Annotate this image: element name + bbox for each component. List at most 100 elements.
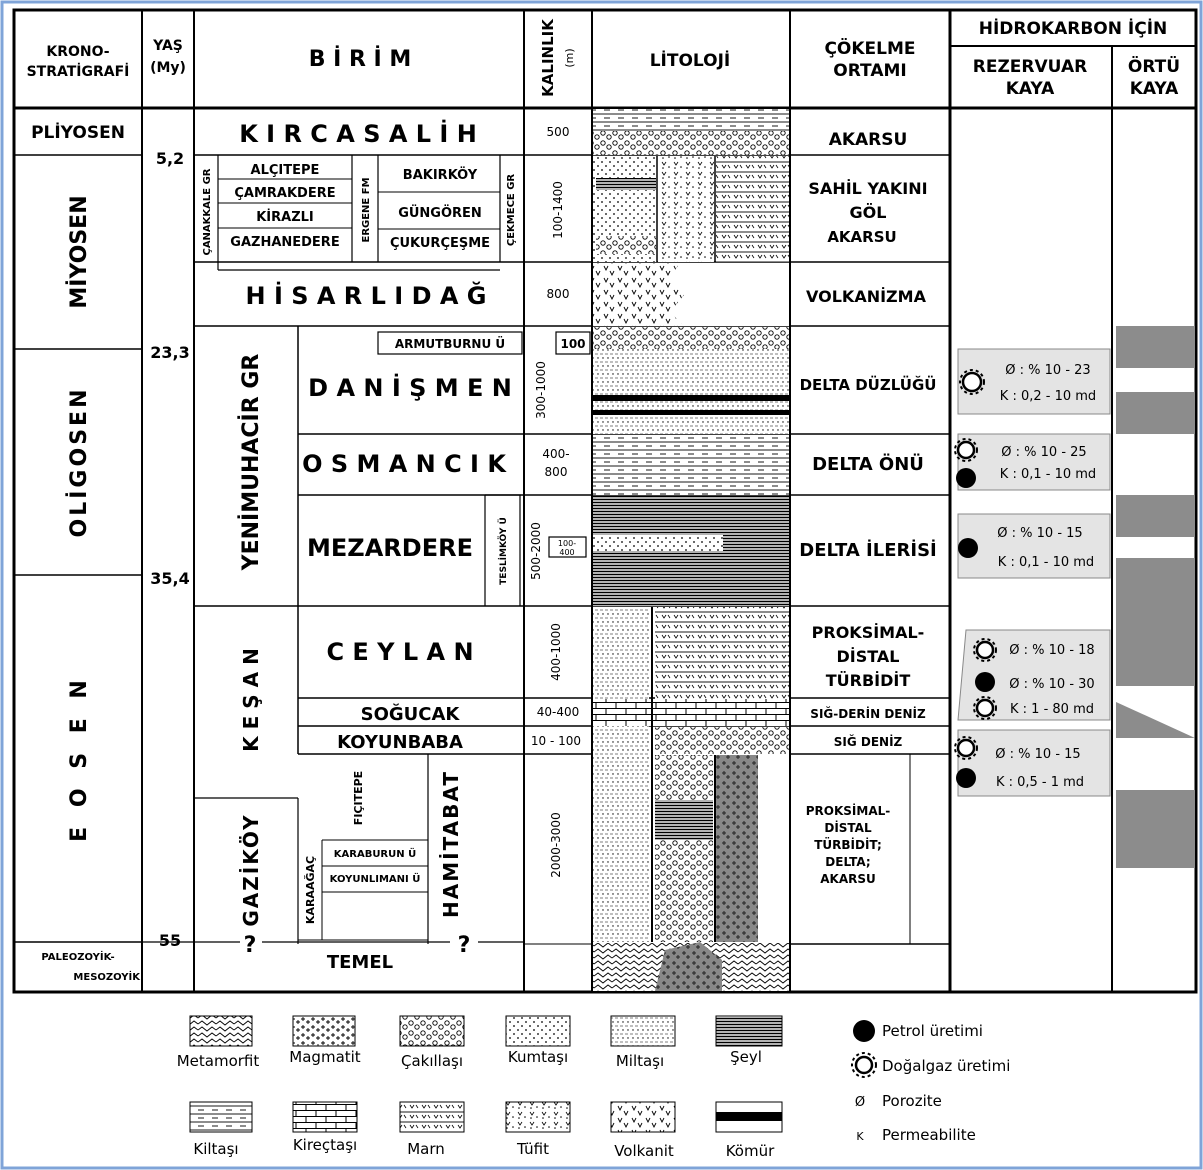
env-proksimal2-3: TÜRBİDİT;	[814, 837, 882, 852]
unit-armutburnu: ARMUTBURNU Ü	[395, 336, 505, 351]
legend: Metamorfit Magmatit Çakıllaşı Kumtaşı Mi…	[177, 1015, 1010, 1160]
oil-icon	[956, 768, 976, 788]
header-ortu: ÖRTÜ	[1128, 55, 1180, 77]
thickness-gazikoy: 2000-3000	[549, 812, 563, 877]
env-proksimal-2: DİSTAL	[836, 647, 899, 666]
legend-permeabilite: Permeabilite	[882, 1126, 976, 1144]
header-birim: B İ R İ M	[309, 46, 412, 72]
thickness-teslimkoy-1: 100-	[558, 539, 576, 548]
gas-icon	[973, 696, 997, 720]
lithology-column	[593, 109, 789, 991]
env-volkanizma: VOLKANİZMA	[806, 287, 927, 306]
legend-kirectasi: Kireçtaşı	[293, 1136, 357, 1154]
oil-icon	[956, 468, 976, 488]
env-akarsu: AKARSU	[829, 130, 908, 150]
unit-gazhanedere: GAZHANEDERE	[230, 235, 339, 250]
unit-yenimuhacir-gr: YENİMUHACİR GR	[238, 354, 264, 572]
thickness-kircasalih: 500	[547, 125, 570, 139]
thickness-hisarlidag: 800	[547, 287, 570, 301]
age-55: 55	[159, 931, 181, 950]
unit-hamitabat: HAMİTABAT	[439, 770, 463, 918]
legend-kiltasi: Kiltaşı	[193, 1140, 238, 1158]
epoch-eosen: E O S E N	[67, 674, 92, 842]
legend-marn-swatch	[399, 1101, 465, 1133]
thickness-osmancik-1: 400-	[542, 447, 569, 461]
epoch-miyosen: MİYOSEN	[66, 195, 92, 308]
age-5-2: 5,2	[156, 149, 184, 168]
legend-kumtasi-swatch	[505, 1015, 571, 1047]
legend-volkanit-swatch	[610, 1101, 676, 1133]
unit-kircasalih: K I R C A S A L İ H	[239, 119, 477, 148]
unit-karaagac: KARAAĞAÇ	[304, 856, 317, 924]
unit-gazikoy: GAZİKÖY	[239, 813, 263, 926]
unit-teslimkoy: TESLİMKÖY Ü	[498, 517, 509, 585]
unit-gungoren: GÜNGÖREN	[398, 205, 482, 221]
unit-karaburun: KARABURUN Ü	[334, 846, 416, 860]
unit-alcitepe: ALÇITEPE	[251, 163, 320, 178]
grid-lines	[12, 8, 1198, 994]
res-ceylan-perm: K : 1 - 80 md	[1010, 702, 1094, 717]
unit-question-left: ?	[244, 933, 257, 958]
legend-oil-icon	[853, 1020, 875, 1042]
legend-kumtasi: Kumtaşı	[508, 1048, 568, 1066]
env-sig-deniz: SIĞ DENİZ	[834, 734, 903, 749]
header-krono-line1: KRONO-	[46, 44, 109, 60]
thickness-ceylan: 400-1000	[549, 623, 563, 681]
legend-seyl: Şeyl	[730, 1048, 762, 1066]
legend-tufit-swatch	[505, 1101, 571, 1133]
env-delta-onu: DELTA ÖNÜ	[812, 453, 924, 475]
header-yas: YAŞ	[152, 38, 183, 54]
unit-kesan: K E Ş A N	[239, 648, 263, 752]
env-proksimal2-2: DİSTAL	[824, 820, 872, 835]
oil-icon	[958, 538, 978, 558]
age-23-3: 23,3	[150, 343, 189, 362]
legend-cakillasi: Çakıllaşı	[401, 1052, 463, 1070]
age-35-4: 35,4	[150, 569, 189, 588]
epoch-paleozoyik: PALEOZOYİK-	[41, 949, 114, 963]
unit-bakirkoy: BAKIRKÖY	[403, 167, 478, 183]
unit-mezardere: MEZARDERE	[307, 534, 473, 562]
res-osmancik-por: Ø : % 10 - 25	[1001, 445, 1086, 460]
legend-permeabilite-symbol: K	[856, 1130, 864, 1143]
unit-question-right: ?	[458, 933, 471, 958]
header-kalinlik: KALINLIK	[539, 18, 557, 97]
legend-tufit: Tüfit	[516, 1140, 549, 1158]
header-krono-line2: STRATİGRAFİ	[27, 63, 130, 80]
res-gazikoy-perm: K : 0,5 - 1 md	[996, 775, 1084, 790]
thickness-danismen: 300-1000	[534, 361, 548, 419]
unit-kirazli: KİRAZLI	[256, 209, 314, 225]
res-ceylan-por2: Ø : % 10 - 30	[1009, 677, 1094, 692]
gas-icon	[954, 438, 978, 462]
res-danismen-perm: K : 0,2 - 10 md	[1000, 389, 1096, 404]
thickness-mezardere: 500-2000	[529, 522, 543, 580]
res-ceylan-por1: Ø : % 10 - 18	[1009, 643, 1094, 658]
epoch-mesozoyik: MESOZOYİK	[73, 969, 141, 983]
thickness-ergene: 100-1400	[551, 181, 565, 239]
unit-koyunbaba: KOYUNBABA	[337, 732, 463, 753]
res-danismen-por: Ø : % 10 - 23	[1005, 363, 1090, 378]
legend-dogalgaz: Doğalgaz üretimi	[882, 1057, 1010, 1075]
thickness-teslimkoy-2: 400	[559, 548, 574, 557]
header-litoloji: LİTOLOJİ	[650, 49, 731, 71]
env-sig-derin: SIĞ-DERİN DENİZ	[810, 706, 926, 721]
unit-sogucak: SOĞUCAK	[361, 703, 461, 725]
epoch-pliyosen: PLİYOSEN	[31, 121, 125, 143]
header-ortami: ORTAMI	[833, 61, 906, 81]
thickness-osmancik-2: 800	[545, 465, 568, 479]
header-cokelme: ÇÖKELME	[824, 37, 915, 59]
unit-hisarlidag: H İ S A R L I D A Ğ	[246, 280, 487, 310]
legend-miltasi-swatch	[610, 1015, 676, 1047]
epoch-oligosen: OLİGOSEN	[66, 387, 92, 538]
unit-cukurcesme: ÇUKURÇEŞME	[390, 236, 490, 251]
legend-komur: Kömür	[726, 1142, 775, 1160]
header-yas-unit: (My)	[150, 60, 186, 76]
gas-icon	[973, 638, 997, 662]
thickness-sogucak: 40-400	[537, 705, 580, 719]
gas-icon	[954, 736, 978, 760]
unit-osmancik: O S M A N C I K	[302, 450, 507, 478]
env-proksimal-1: PROKSİMAL-	[812, 623, 925, 642]
legend-metamorfit-swatch	[189, 1015, 253, 1047]
env-proksimal-3: TÜRBİDİT	[826, 671, 911, 690]
legend-seyl-swatch	[715, 1015, 783, 1047]
